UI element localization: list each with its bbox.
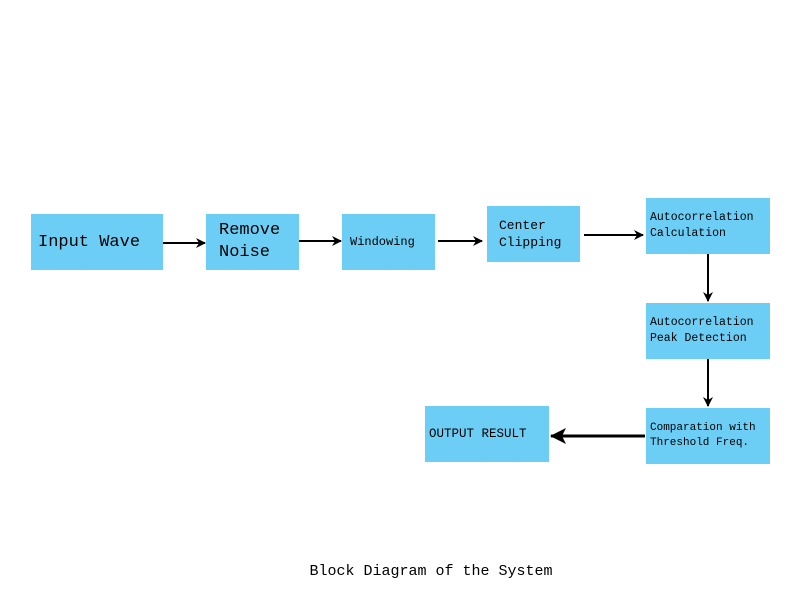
- block-output-result: OUTPUT RESULT: [425, 406, 549, 462]
- block-output-result-label: OUTPUT RESULT: [429, 427, 527, 441]
- block-comparation-threshold: Comparation with Threshold Freq.: [646, 408, 770, 464]
- block-windowing-label: Windowing: [350, 235, 415, 249]
- block-center-clipping-label: Center Clipping: [499, 218, 562, 250]
- block-autocorrelation-peak-detection: Autocorrelation Peak Detection: [646, 303, 770, 359]
- block-remove-noise: Remove Noise: [206, 214, 299, 270]
- block-autocorrelation-calculation: Autocorrelation Calculation: [646, 198, 770, 254]
- block-autocorrelation-calculation-label: Autocorrelation Calculation: [650, 211, 754, 240]
- block-input-wave: Input Wave: [31, 214, 163, 270]
- block-input-wave-label: Input Wave: [38, 232, 141, 252]
- diagram-caption: Block Diagram of the System: [309, 563, 553, 580]
- block-comparation-threshold-label: Comparation with Threshold Freq.: [650, 422, 756, 449]
- block-remove-noise-label: Remove Noise: [219, 221, 281, 262]
- block-center-clipping: Center Clipping: [487, 206, 580, 262]
- block-windowing: Windowing: [342, 214, 435, 270]
- block-autocorrelation-peak-detection-label: Autocorrelation Peak Detection: [650, 316, 754, 345]
